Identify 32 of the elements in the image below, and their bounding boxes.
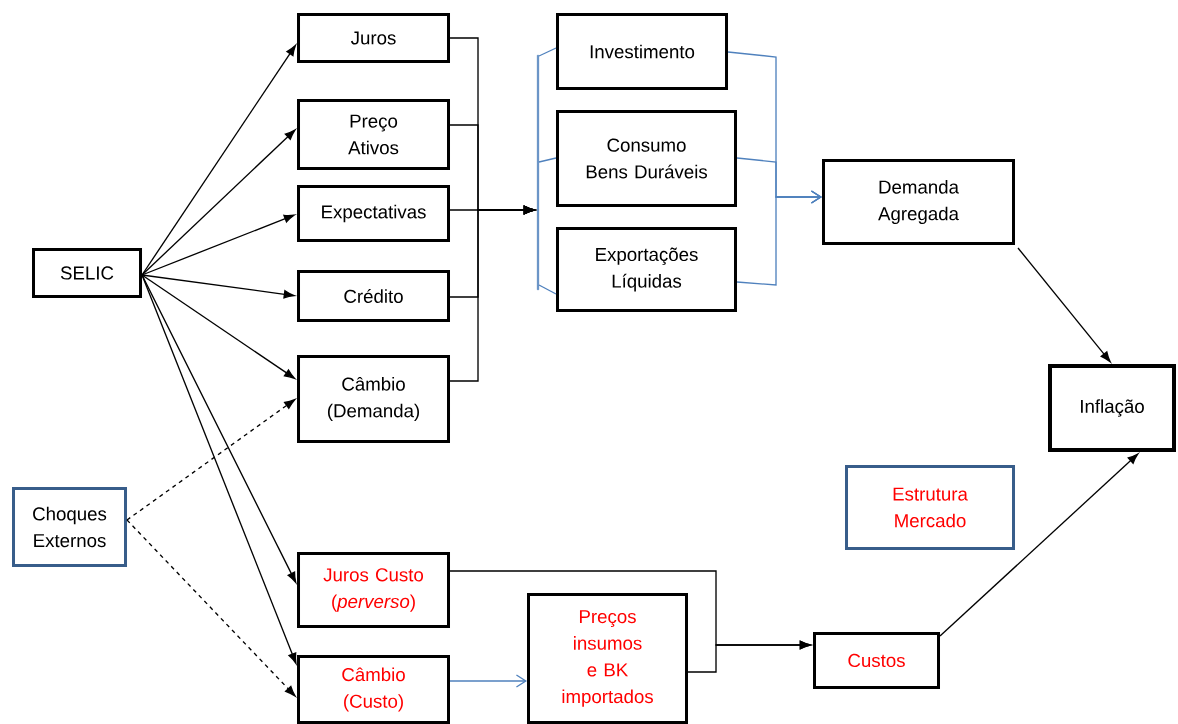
arrow [449,205,535,382]
arrow [687,640,811,673]
process-box: Consumo Bens Duráveis [556,110,737,207]
process-box: Juros [297,13,450,63]
process-box: Choques Externos [12,487,127,567]
arrow [141,274,297,584]
arrow [141,274,295,299]
process-box: Expectativas [297,185,450,242]
process-box: Juros Custo (perverso) [297,552,450,628]
arrow [1017,247,1111,363]
process-box: Custos [813,632,940,689]
process-box: Câmbio (Custo) [297,655,450,724]
process-box: Câmbio (Demanda) [297,355,450,443]
arrow [141,214,295,276]
process-box: Investimento [556,13,728,90]
arrow [141,129,296,276]
process-box: Crédito [297,270,450,322]
process-box: Inflação [1048,364,1176,452]
arrow [939,453,1139,637]
arrow [141,274,296,379]
process-box: Preços insumos e BK importados [527,593,688,724]
process-box: Demanda Agregada [822,159,1015,245]
process-box: Estrutura Mercado [845,465,1015,550]
arrow [141,274,297,664]
process-box: SELIC [32,248,142,298]
arrow [449,674,527,688]
process-box: Preço Ativos [297,99,450,170]
arrow [126,399,296,521]
arrow [141,44,297,276]
arrow [736,190,822,286]
arrow [126,519,296,697]
process-box: Exportações Líquidas [556,227,737,312]
